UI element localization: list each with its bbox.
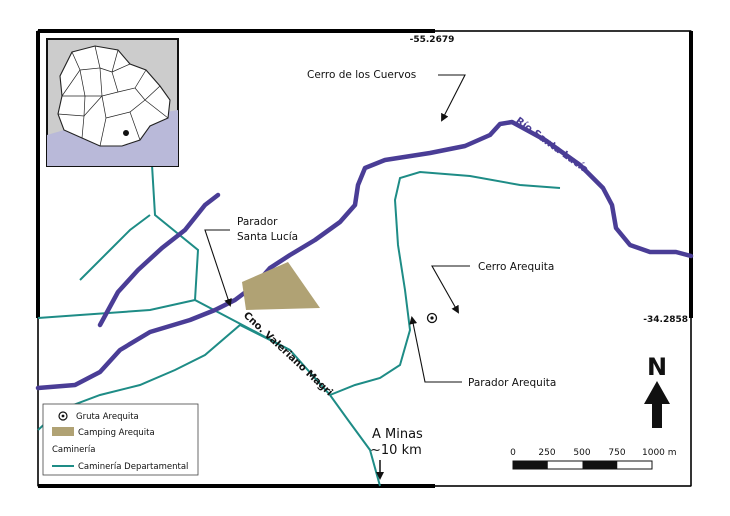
arrow-cerro-arequita xyxy=(431,265,470,314)
longitude-label: -55.2679 xyxy=(410,35,455,45)
label-minas-2: ~10 km xyxy=(370,443,422,458)
arrow-parador-sl xyxy=(204,229,232,307)
inset-map xyxy=(46,38,179,167)
scale-tick-4: 1000 m xyxy=(642,448,677,458)
latitude-label: -34.2858 xyxy=(643,315,688,325)
scale-tick-2: 500 xyxy=(573,448,590,458)
scale-tick-0: 0 xyxy=(510,448,516,458)
river-branch xyxy=(97,192,221,328)
legend-label-1: Camping Arequita xyxy=(78,428,155,438)
legend-symbol-camping xyxy=(52,427,74,436)
label-parador-sl-1: Parador xyxy=(237,216,278,228)
river xyxy=(35,119,694,391)
arrow-parador-arequita xyxy=(409,316,462,383)
north-letter: N xyxy=(647,353,667,381)
legend-label-3: Caminería Departamental xyxy=(78,462,188,472)
scale-tick-1: 250 xyxy=(538,448,555,458)
road-east xyxy=(329,170,561,396)
inset-departments xyxy=(57,45,169,147)
camping-area xyxy=(242,262,320,310)
legend-label-2: Caminería xyxy=(52,445,95,455)
legend: Gruta Arequita Camping Arequita Caminerí… xyxy=(42,403,199,476)
scale-bar: 0 250 500 750 1000 m xyxy=(510,448,677,470)
label-parador-arequita: Parador Arequita xyxy=(468,377,556,389)
legend-label-0: Gruta Arequita xyxy=(76,412,139,422)
scale-tick-3: 750 xyxy=(608,448,625,458)
road-west xyxy=(37,299,196,319)
label-cerro-cuervos: Cerro de los Cuervos xyxy=(307,69,416,81)
label-cerro-arequita: Cerro Arequita xyxy=(478,261,554,273)
north-arrow: N xyxy=(644,353,670,428)
road-northwest xyxy=(79,214,151,281)
label-minas-1: A Minas xyxy=(372,427,423,442)
legend-symbol-gruta xyxy=(58,411,68,421)
gruta-symbol xyxy=(426,312,438,324)
label-parador-sl-2: Santa Lucía xyxy=(237,231,298,243)
inset-country xyxy=(57,45,171,147)
river-main xyxy=(35,119,694,391)
arrow-cerro-cuervos xyxy=(438,74,466,122)
leader-arrows xyxy=(204,74,470,383)
frame-graticule xyxy=(36,29,693,488)
